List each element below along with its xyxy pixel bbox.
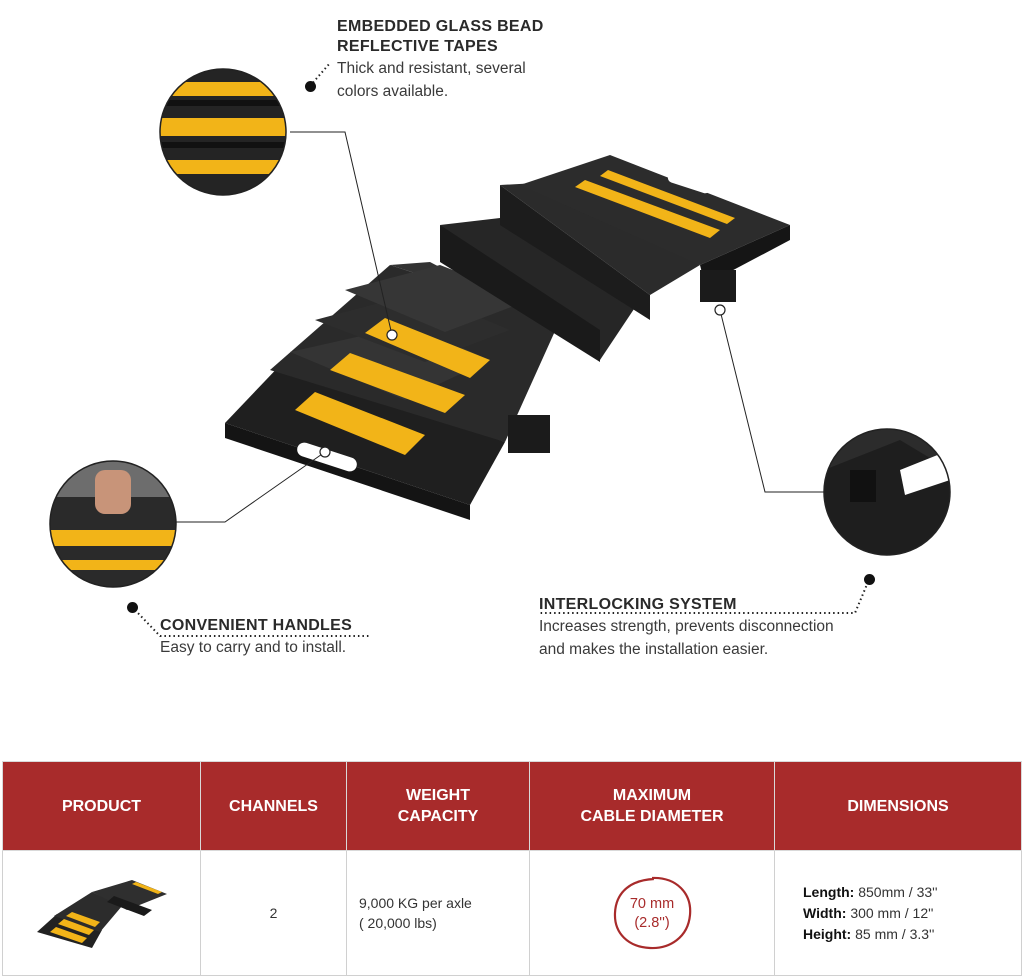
tapes-callout: EMBEDDED GLASS BEAD REFLECTIVE TAPES Thi… <box>337 17 544 103</box>
handles-callout: CONVENIENT HANDLES Easy to carry and to … <box>160 616 352 659</box>
tapes-title-line1: EMBEDDED GLASS BEAD <box>337 18 544 35</box>
tape-closeup-inset <box>160 69 286 195</box>
interlocking-title: INTERLOCKING SYSTEM <box>539 596 737 613</box>
width-value: 300 mm / 12'' <box>850 904 934 921</box>
handles-title: CONVENIENT HANDLES <box>160 617 353 634</box>
header-dimensions: DIMENSIONS <box>774 761 1022 851</box>
reflective-tapes <box>295 170 735 455</box>
product-thumbnail <box>36 879 167 948</box>
handles-bullet-dot <box>127 602 138 613</box>
weight-value-line1: 9,000 KG per axle <box>359 895 472 911</box>
interlocking-desc-line2: and makes the installation easier. <box>539 641 769 658</box>
interlock-closeup-inset <box>824 429 950 555</box>
tapes-desc-line2: colors available. <box>337 83 449 100</box>
channels-value: 2 <box>200 850 347 976</box>
weight-value-line2: ( 20,000 lbs) <box>359 915 437 931</box>
length-row: Length: 850mm / 33'' <box>803 882 1021 903</box>
specification-table: PRODUCT CHANNELS WEIGHT CAPACITY MAXIMUM… <box>2 761 1022 976</box>
handle-closeup-inset <box>50 461 176 587</box>
header-weight-line1: WEIGHT <box>406 787 470 804</box>
header-product: PRODUCT <box>2 761 201 851</box>
dimensions-cell: Length: 850mm / 33'' Width: 300 mm / 12'… <box>774 850 1022 976</box>
table-row: 2 9,000 KG per axle ( 20,000 lbs) 70 mm … <box>2 850 1022 976</box>
header-weight-line2: CAPACITY <box>397 808 479 825</box>
header-channels: CHANNELS <box>200 761 347 851</box>
tapes-title-line2: REFLECTIVE TAPES <box>337 38 498 55</box>
tapes-desc-line1: Thick and resistant, several <box>337 60 526 77</box>
header-weight-capacity: WEIGHT CAPACITY <box>346 761 530 851</box>
height-row: Height: 85 mm / 3.3'' <box>803 924 1021 945</box>
diameter-badge: 70 mm (2.8'') <box>602 873 702 953</box>
tapes-bullet-dot <box>305 81 316 92</box>
header-cable-diameter: MAXIMUM CABLE DIAMETER <box>529 761 775 851</box>
interlocking-desc-line1: Increases strength, prevents disconnecti… <box>539 618 834 635</box>
cable-diameter-cell: 70 mm (2.8'') <box>529 850 775 976</box>
product-illustration <box>49 62 951 637</box>
header-diameter-line1: MAXIMUM <box>612 787 692 804</box>
handles-desc: Easy to carry and to install. <box>160 639 347 656</box>
leader-lines <box>175 131 828 523</box>
weight-capacity-cell: 9,000 KG per axle ( 20,000 lbs) <box>346 850 530 976</box>
height-value: 85 mm / 3.3'' <box>855 925 935 942</box>
interlocking-bullet-dot <box>864 574 875 585</box>
diameter-value-mm: 70 mm <box>629 896 675 912</box>
product-thumbnail-cell <box>2 850 201 976</box>
table-header-row: PRODUCT CHANNELS WEIGHT CAPACITY MAXIMUM… <box>2 761 1022 851</box>
width-row: Width: 300 mm / 12'' <box>803 903 1021 924</box>
length-value: 850mm / 33'' <box>858 883 938 900</box>
width-label: Width: <box>803 904 847 921</box>
interlocking-callout: INTERLOCKING SYSTEM Increases strength, … <box>539 595 834 661</box>
length-label: Length: <box>803 883 855 900</box>
diameter-circle-icon <box>613 876 692 950</box>
height-label: Height: <box>803 925 852 942</box>
header-diameter-line2: CABLE DIAMETER <box>580 808 724 825</box>
diameter-value-in: (2.8'') <box>634 915 670 931</box>
